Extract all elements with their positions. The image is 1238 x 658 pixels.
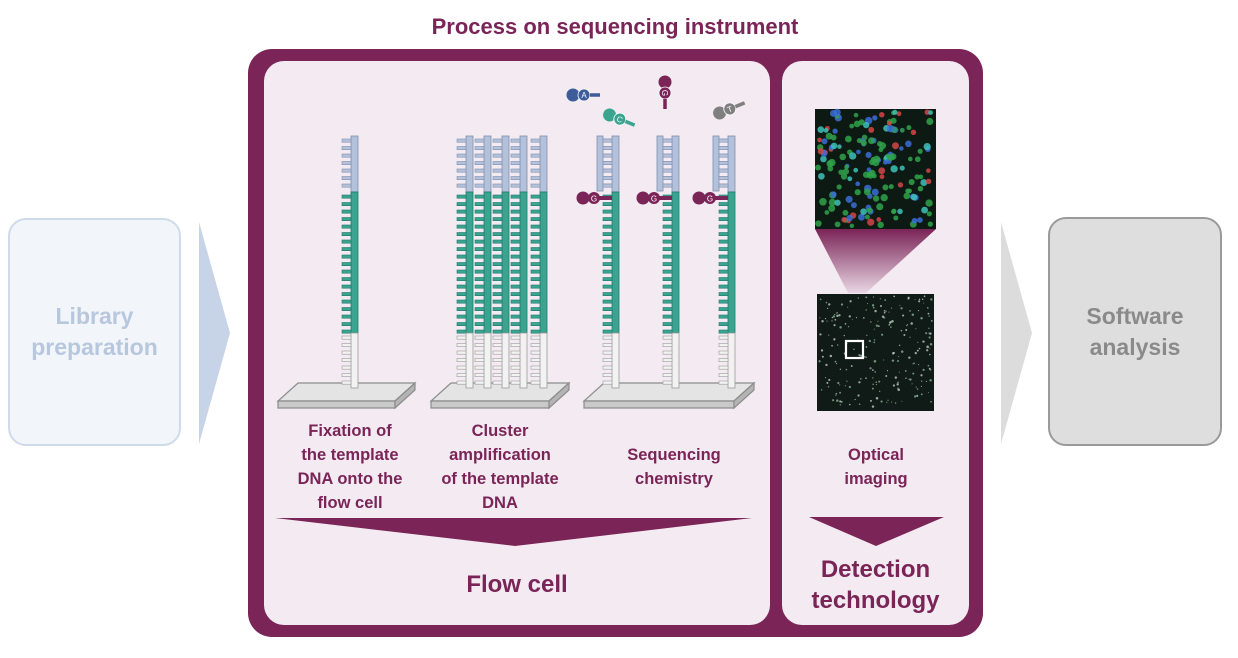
- diagram-title: Process on sequencing instrument: [431, 14, 799, 39]
- nucleotide-dot: [648, 192, 660, 204]
- cluster-strand-1: [456, 135, 474, 389]
- arrow-to-software: [1001, 222, 1032, 444]
- svg-text:G: G: [651, 195, 657, 204]
- zoom-region-marker: [844, 339, 865, 360]
- growing-strand-1: G: [576, 135, 613, 205]
- cluster-strand-3: [492, 135, 510, 389]
- template-strand-fixation: [341, 135, 359, 389]
- svg-text:A: A: [581, 91, 587, 100]
- cluster-strand-4: [510, 135, 528, 389]
- sequencing-strand-1: [602, 135, 620, 389]
- detection-technology-label: Detection technology: [811, 556, 940, 614]
- svg-text:G: G: [591, 195, 597, 204]
- nucleotide-dot: [704, 192, 716, 204]
- flow-cell-down-arrow: [275, 518, 752, 546]
- step-label-optical-imaging: Optical imaging: [844, 446, 908, 488]
- flow-cell-image-full: [817, 294, 934, 411]
- fluorophore-dot: [636, 191, 650, 205]
- fluorophore-dot: [692, 191, 706, 205]
- growing-strand-2: G: [636, 135, 673, 205]
- free-nucleotide-A: A: [566, 88, 600, 102]
- free-nucleotide-T: T: [713, 101, 746, 120]
- software-analysis-box: Software analysis: [1048, 217, 1222, 446]
- slide-fixation: [276, 381, 417, 410]
- cluster-strand-5: [530, 135, 548, 389]
- library-preparation-box: Library preparation: [8, 218, 181, 446]
- step-label-sequencing-chemistry: Sequencing chemistry: [627, 446, 721, 488]
- sequencing-strand-3: [718, 135, 736, 389]
- detection-down-arrow: [809, 517, 944, 546]
- library-preparation-label: Library preparation: [31, 303, 158, 360]
- svg-text:T: T: [726, 104, 734, 114]
- sequencing-strand-2: [662, 135, 680, 389]
- cluster-strand-2: [474, 135, 492, 389]
- svg-text:G: G: [660, 90, 669, 96]
- nucleotide-dot: [588, 192, 600, 204]
- svg-text:G: G: [707, 195, 713, 204]
- slide-cluster: [429, 381, 571, 410]
- slide-sequencing: [582, 381, 756, 410]
- arrow-to-instrument: [199, 222, 230, 444]
- step-label-fixation: Fixation of the template DNA onto the fl…: [297, 422, 403, 512]
- software-analysis-label: Software analysis: [1086, 302, 1184, 360]
- step-label-cluster-amplification: Cluster amplification of the template DN…: [441, 422, 559, 512]
- growing-strand-3: G: [692, 135, 729, 205]
- fluorophore-dot: [576, 191, 590, 205]
- svg-text:C: C: [615, 114, 624, 125]
- free-nucleotide-G: G: [658, 75, 672, 109]
- zoom-funnel: [815, 229, 936, 293]
- cluster-image-zoomed: [815, 108, 936, 229]
- free-nucleotide-C: C: [603, 108, 636, 127]
- flow-cell-label: Flow cell: [466, 571, 568, 598]
